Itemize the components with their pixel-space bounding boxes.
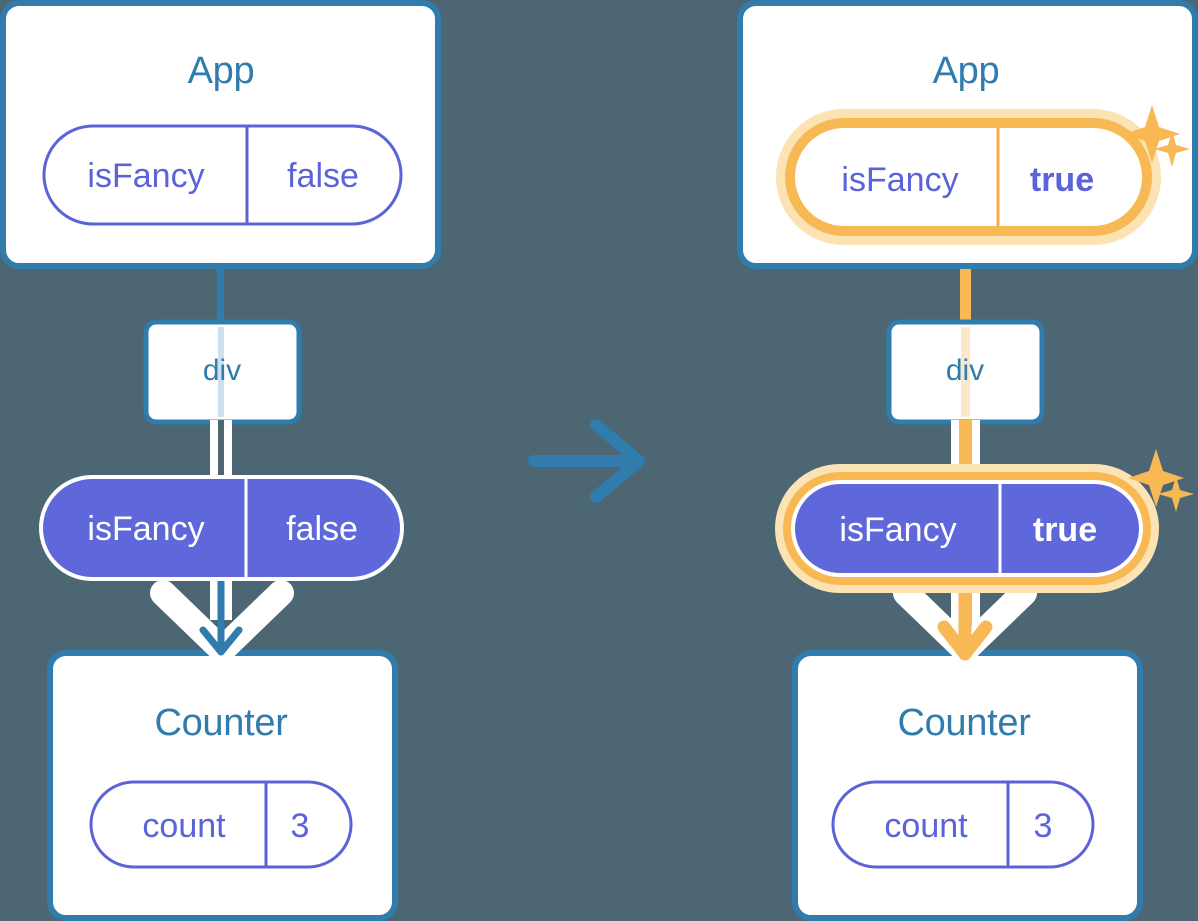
left-counter-pill[interactable] (89, 780, 353, 869)
sparkle-root-small-icon (1154, 131, 1190, 167)
left-app-pill[interactable] (42, 124, 403, 226)
left-connector-through-div (218, 327, 224, 417)
right-app-pill-glow (776, 109, 1161, 245)
sparkle-prop-large-icon (1128, 449, 1184, 507)
transition-arrow (528, 419, 645, 503)
right-connector-app-to-div (960, 205, 971, 335)
right-prop-pill-glow (775, 464, 1159, 593)
right-connector-through-div (961, 327, 970, 417)
left-prop-pill[interactable] (43, 479, 400, 577)
right-prop-pill[interactable] (795, 484, 1139, 573)
sparkle-prop-small-icon (1158, 476, 1194, 512)
right-app-pill[interactable] (785, 118, 1152, 236)
left-connector-app-to-div (217, 262, 224, 332)
sparkle-root-large-icon (1124, 105, 1180, 163)
right-counter-pill[interactable] (831, 780, 1095, 869)
